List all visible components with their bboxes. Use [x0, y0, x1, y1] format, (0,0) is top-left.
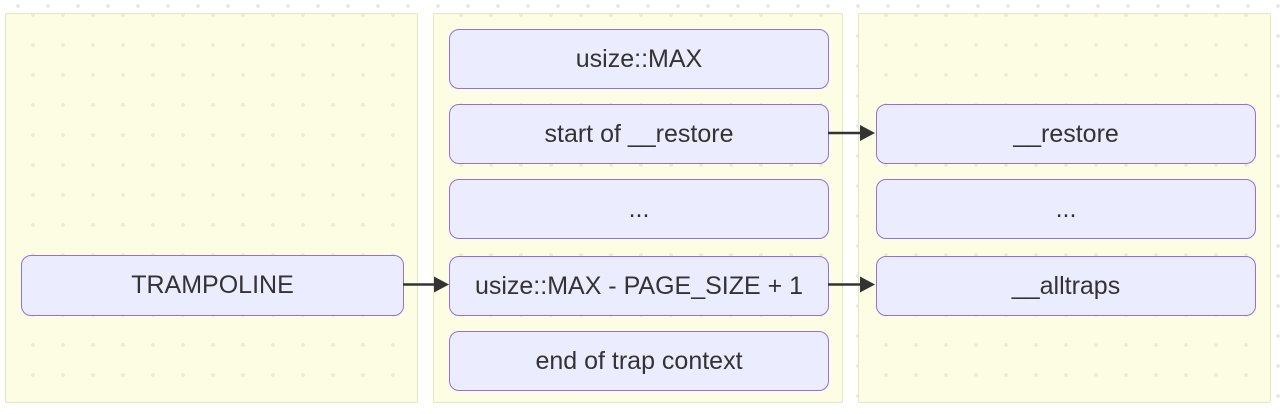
node-start-of-restore-label: start of __restore — [544, 119, 734, 148]
node-right-ellipsis: ... — [876, 179, 1256, 239]
node-right-ellipsis-label: ... — [1055, 194, 1077, 223]
node-trampoline-label: TRAMPOLINE — [131, 271, 294, 299]
node-end-of-trap-context-label: end of trap context — [535, 346, 743, 375]
node-alltraps: __alltraps — [876, 256, 1256, 316]
node-restore-label: __restore — [1013, 119, 1119, 148]
node-middle-ellipsis: ... — [449, 179, 829, 239]
node-usize-max-page-size: usize::MAX - PAGE_SIZE + 1 — [449, 256, 829, 316]
cluster-middle: usize::MAX start of __restore ... usize:… — [433, 13, 843, 403]
node-trampoline: TRAMPOLINE — [21, 255, 404, 316]
node-usize-max: usize::MAX — [449, 29, 829, 89]
node-alltraps-label: __alltraps — [1011, 271, 1121, 300]
node-restore: __restore — [876, 104, 1256, 164]
node-end-of-trap-context: end of trap context — [449, 331, 829, 391]
node-usize-max-page-size-label: usize::MAX - PAGE_SIZE + 1 — [474, 271, 804, 300]
cluster-left: TRAMPOLINE — [5, 13, 418, 403]
node-start-of-restore: start of __restore — [449, 104, 829, 164]
cluster-right: __restore ... __alltraps — [858, 13, 1271, 403]
node-usize-max-label: usize::MAX — [575, 44, 703, 73]
node-middle-ellipsis-label: ... — [628, 194, 650, 223]
